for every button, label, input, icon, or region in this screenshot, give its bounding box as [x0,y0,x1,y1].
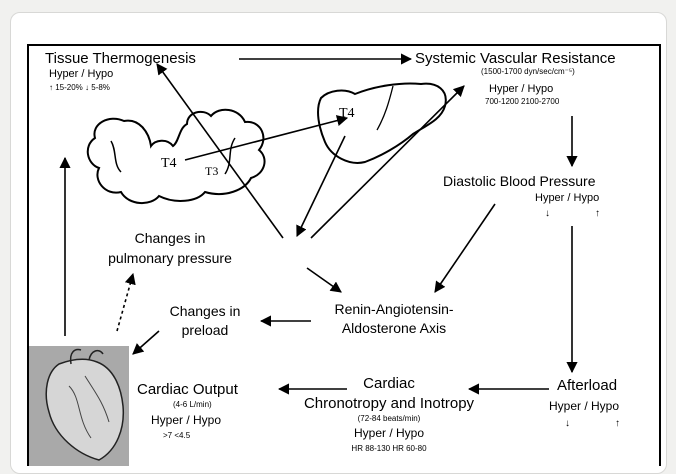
raas-line1: Renin-Angiotensin- [309,302,479,317]
arrow-diastolic-to-raas [435,204,495,292]
thyroid-t3-label: T3 [205,164,218,179]
svr-values: 700-1200 2100-2700 [485,98,559,107]
cardiac-output-hyper-hypo: Hyper / Hypo [151,414,221,427]
thermogenesis-hyper-hypo: Hyper / Hypo [49,68,113,80]
thyroid-hemodynamics-diagram: T4 T3 T4 Tissue Thermogenesis Hyper / Hy… [27,44,661,466]
afterload-title: Afterload [557,378,617,395]
pulmonary-line2: pulmonary pressure [85,251,255,266]
diastolic-hypo-arrow: ↑ [595,208,600,219]
preload-line2: preload [155,323,255,338]
raas-line2: Aldosterone Axis [309,321,479,336]
chronotropy-units: (72-84 beats/min) [279,415,499,424]
cardiac-output-title: Cardiac Output [137,382,238,399]
diastolic-hyper-hypo: Hyper / Hypo [535,192,599,204]
cardiac-output-values: >7 <4.5 [163,432,190,441]
chronotropy-line1: Cardiac [279,376,499,393]
cardiac-output-units: (4-6 L/min) [173,401,212,410]
diastolic-hyper-arrow: ↓ [545,208,550,219]
diastolic-title: Diastolic Blood Pressure [443,174,596,189]
svr-title: Systemic Vascular Resistance [415,51,616,68]
afterload-hypo-arrow: ↑ [615,418,620,429]
chronotropy-hyper-hypo: Hyper / Hypo [279,427,499,440]
thermogenesis-values: ↑ 15-20% ↓ 5-8% [49,84,110,93]
chronotropy-line2: Chronotropy and Inotropy [279,396,499,413]
afterload-hyper-arrow: ↓ [565,418,570,429]
thermogenesis-title: Tissue Thermogenesis [45,51,196,68]
thyroid-t4-label: T4 [161,156,177,172]
arrow-liver-t4-to-t3 [297,136,345,236]
liver-t4-label: T4 [339,106,355,122]
svr-hyper-hypo: Hyper / Hypo [489,83,553,95]
arrow-heart-to-pulmonary [117,274,133,331]
svr-units: (1500-1700 dyn/sec/cm⁻⁵) [481,68,575,77]
preload-line1: Changes in [155,304,255,319]
pulmonary-line1: Changes in [95,231,245,246]
chronotropy-values: HR 88-130 HR 60-80 [279,445,499,454]
afterload-hyper-hypo: Hyper / Hypo [549,400,619,413]
arrow-t3-to-raas [307,268,341,292]
